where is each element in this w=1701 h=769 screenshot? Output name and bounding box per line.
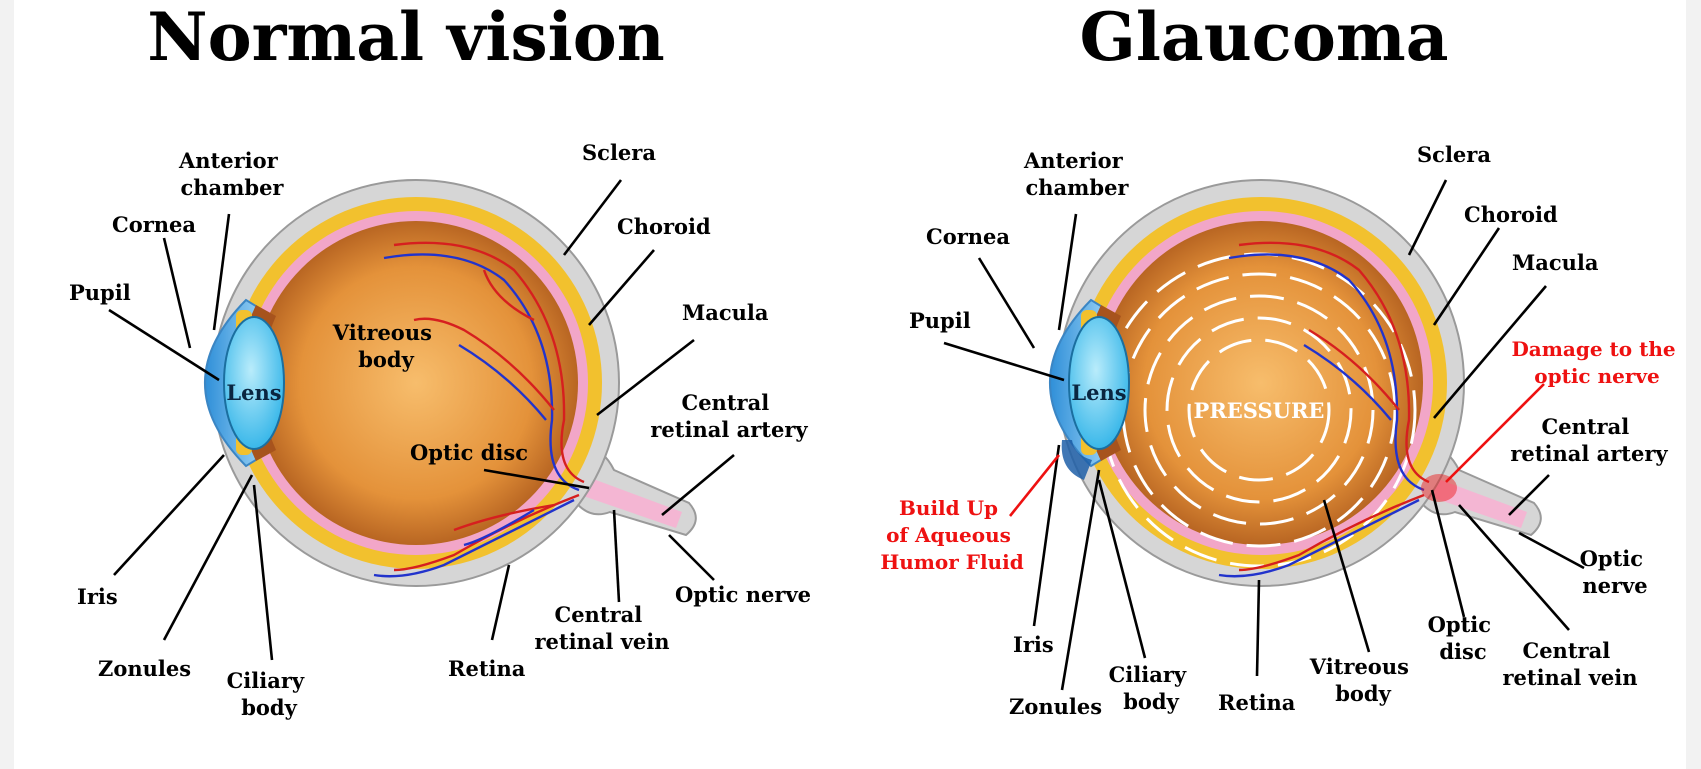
label-build-up-fluid: Build Up of Aqueous Humor Fluid bbox=[880, 496, 1023, 574]
lens-label: Lens bbox=[226, 380, 281, 405]
label-macula: Macula bbox=[1512, 250, 1599, 275]
label-pupil: Pupil bbox=[909, 308, 971, 333]
label-anterior-chamber: Anterior chamber bbox=[1023, 148, 1130, 200]
label-damage-optic-nerve: Damage to the optic nerve bbox=[1511, 337, 1682, 388]
label-sclera: Sclera bbox=[582, 140, 656, 165]
label-retina: Retina bbox=[1218, 690, 1296, 715]
label-retina: Retina bbox=[448, 656, 526, 681]
glaucoma-eye: Lens PRESSURE bbox=[1050, 180, 1541, 586]
glaucoma-panel: Glaucoma bbox=[880, 0, 1682, 719]
label-iris: Iris bbox=[1013, 632, 1054, 657]
label-iris: Iris bbox=[77, 584, 118, 609]
label-sclera: Sclera bbox=[1417, 142, 1491, 167]
label-pupil: Pupil bbox=[69, 280, 131, 305]
label-optic-disc: Optic disc bbox=[410, 440, 528, 465]
label-anterior-chamber: Anterior chamber bbox=[178, 148, 285, 200]
label-central-retinal-artery: Central retinal artery bbox=[650, 390, 808, 442]
normal-panel: Normal vision bbox=[69, 0, 811, 720]
label-central-retinal-vein: Central retinal vein bbox=[1502, 638, 1637, 690]
label-cornea: Cornea bbox=[926, 224, 1010, 249]
normal-title: Normal vision bbox=[147, 0, 664, 76]
label-central-retinal-artery: Central retinal artery bbox=[1510, 414, 1668, 466]
eye-diagram: Normal vision bbox=[14, 0, 1686, 769]
label-optic-nerve: Optic nerve bbox=[1580, 546, 1651, 598]
label-cornea: Cornea bbox=[112, 212, 196, 237]
label-zonules: Zonules bbox=[98, 656, 191, 681]
label-optic-disc: Optic disc bbox=[1428, 612, 1499, 664]
glaucoma-title: Glaucoma bbox=[1080, 0, 1449, 76]
lens-label: Lens bbox=[1071, 380, 1126, 405]
label-choroid: Choroid bbox=[617, 214, 711, 239]
label-optic-nerve: Optic nerve bbox=[675, 582, 811, 607]
label-ciliary-body: Ciliary body bbox=[227, 668, 312, 720]
label-choroid: Choroid bbox=[1464, 202, 1558, 227]
diagram-canvas: Normal vision bbox=[14, 0, 1686, 769]
label-central-retinal-vein: Central retinal vein bbox=[534, 602, 669, 654]
label-ciliary-body: Ciliary body bbox=[1109, 662, 1194, 714]
normal-eye: Lens bbox=[205, 180, 696, 586]
label-vitreous-body: Vitreous body bbox=[1309, 654, 1416, 706]
label-macula: Macula bbox=[682, 300, 769, 325]
pressure-label: PRESSURE bbox=[1194, 398, 1325, 423]
label-zonules: Zonules bbox=[1009, 694, 1102, 719]
